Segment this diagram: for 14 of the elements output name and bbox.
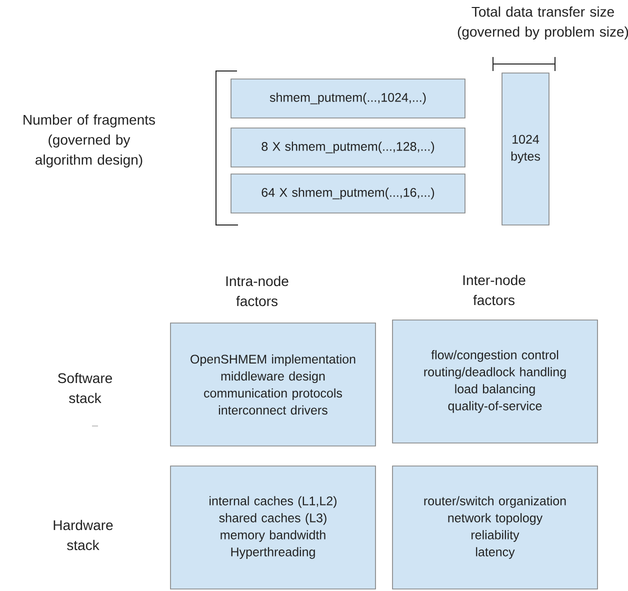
- axis-label: Inter-node factors: [463, 274, 526, 306]
- call-box: 8 X shmem_putmem(...,128,...): [230, 128, 466, 168]
- data-size-bar: 1024 bytes: [502, 72, 550, 226]
- axis-label: Number of fragments (governed by algorithm design): [24, 114, 155, 168]
- axis-label: Total data transfer size (governed by problem size): [458, 6, 628, 40]
- factor-box: flow/congestion control routing/deadlock handling load balancing quality-of-service: [392, 320, 598, 444]
- factor-box: internal caches (L1,L2) shared caches (L3) memory bandwidth Hyperthreading: [170, 466, 376, 590]
- call-box: 64 X shmem_putmem(...,16,...): [230, 174, 466, 214]
- axis-label: Intra-node factors: [226, 276, 288, 306]
- factor-box: router/switch organization network topology reliability latency: [392, 466, 598, 590]
- axis-label: Hardware stack: [54, 520, 113, 550]
- call-box: shmem_putmem(...,1024,...): [230, 78, 466, 118]
- axis-label: Software stack: [58, 372, 112, 404]
- factor-box: OpenSHMEM implementation middleware design communication protocols interconnect drivers: [170, 322, 376, 446]
